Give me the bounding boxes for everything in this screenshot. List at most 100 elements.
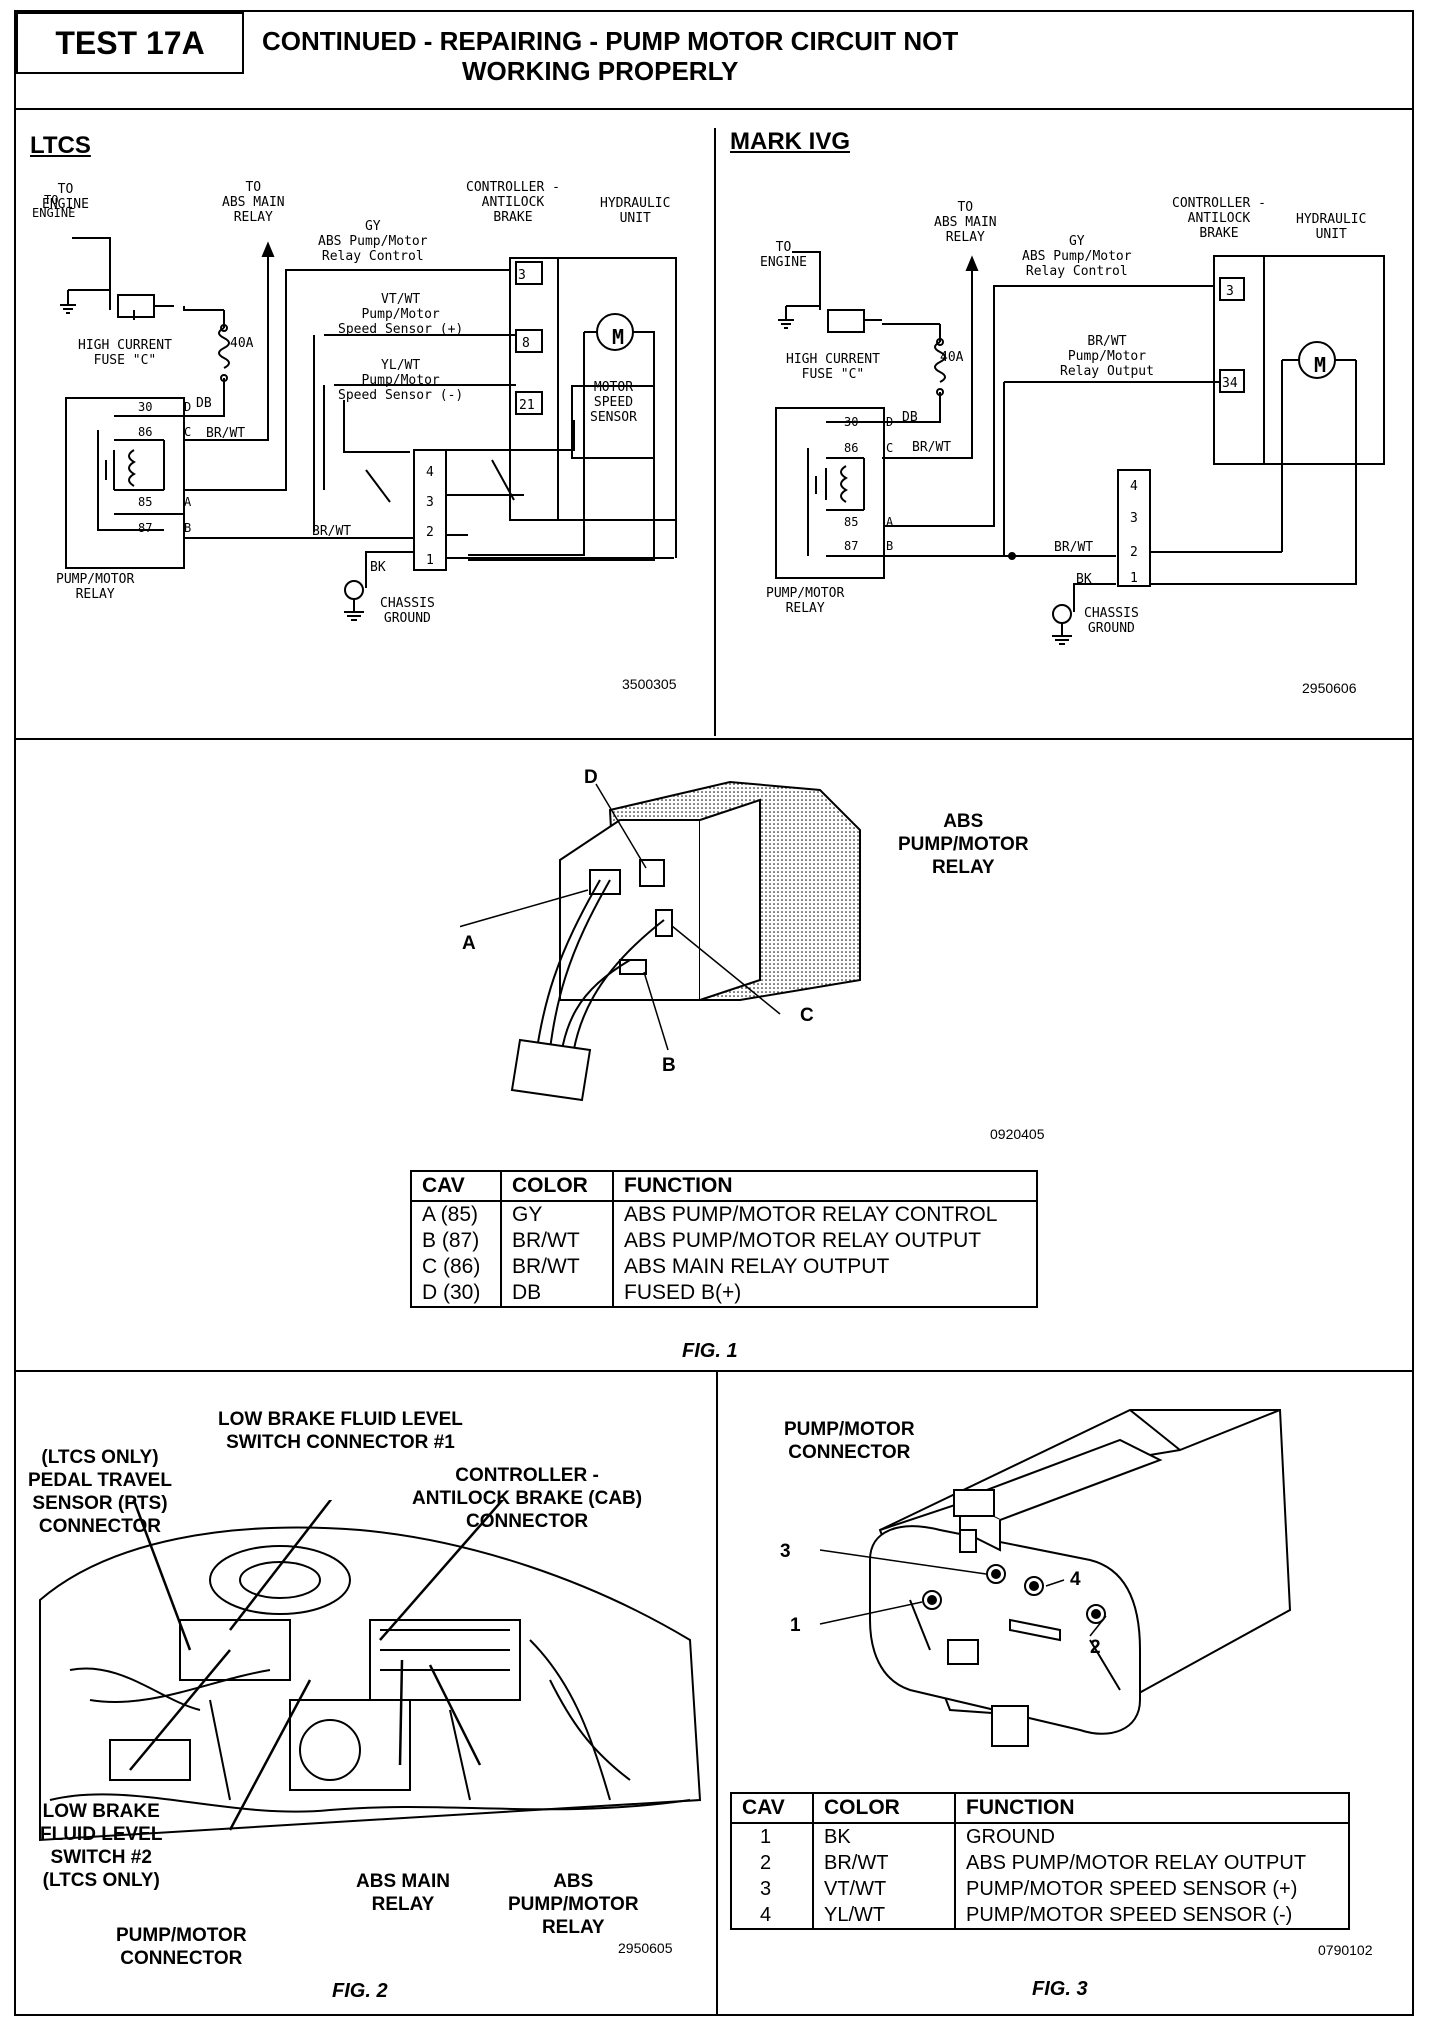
mark-ivg-pump-motor-relay: PUMP/MOTOR RELAY: [766, 586, 845, 616]
col-function: FUNCTION: [612, 1170, 1038, 1202]
mark-ivg-gy-label: GY ABS Pump/Motor Relay Control: [1022, 234, 1132, 279]
col-cav: CAV: [730, 1792, 814, 1824]
ltcs-motor-speed-sensor: MOTOR SPEED SENSOR: [590, 380, 637, 425]
col-function: FUNCTION: [954, 1792, 1350, 1824]
fig2-abs-main-relay: ABS MAIN RELAY: [356, 1871, 450, 1915]
ltcs-pin-3: 3: [518, 268, 526, 283]
table-row: A (85) GY ABS PUMP/MOTOR RELAY CONTROL: [410, 1201, 1038, 1228]
ltcs-db-wire: DB: [196, 396, 212, 411]
mark-ivg-bk-wire: BK: [1076, 572, 1092, 587]
cell-cav: D (30): [410, 1280, 502, 1308]
mark-ivg-brwt-output-label: BR/WT Pump/Motor Relay Output: [1060, 334, 1154, 379]
mark-ivg-section-label: MARK IVG: [730, 128, 850, 155]
fig2-caption: FIG. 2: [332, 1980, 388, 2002]
col-color: COLOR: [500, 1170, 614, 1202]
fig1-callout-b: B: [662, 1055, 676, 1076]
fig1-title: ABS PUMP/MOTOR RELAY: [898, 811, 1029, 878]
ltcs-relay-87: 87: [138, 521, 152, 535]
section-divider-2: [14, 1370, 1414, 1372]
mark-ivg-letter-a: A: [886, 515, 894, 529]
page-frame: [14, 10, 1414, 2016]
cell-function: GROUND: [954, 1823, 1350, 1850]
ltcs-pin-8: 8: [522, 336, 530, 351]
mark-ivg-brwt-upper: BR/WT: [912, 440, 952, 455]
mark-ivg-pin-34: 34: [1222, 376, 1238, 391]
test-id: TEST 17A: [55, 24, 205, 61]
ltcs-vtwt-label: VT/WT Pump/Motor Speed Sensor (+): [338, 292, 464, 337]
table-row: 2 BR/WT ABS PUMP/MOTOR RELAY OUTPUT: [730, 1850, 1350, 1876]
ltcs-section-label: LTCS: [30, 132, 91, 159]
fig3-caption: FIG. 3: [1032, 1978, 1088, 2000]
ltcs-motor-symbol: M: [612, 325, 624, 349]
table-row: 1 BK GROUND: [730, 1823, 1350, 1850]
bottom-divider: [716, 1370, 718, 2016]
ltcs-brwt-upper: BR/WT: [206, 426, 246, 441]
header-divider: [14, 108, 1414, 110]
ltcs-fuse-rating: 40A: [230, 336, 254, 351]
cell-cav: C (86): [410, 1254, 502, 1280]
table-header-row: CAV COLOR FUNCTION: [410, 1170, 1038, 1202]
fig1-cavity-table: CAV COLOR FUNCTION A (85) GY ABS PUMP/MO…: [410, 1170, 1038, 1308]
mark-ivg-motor-symbol: M: [1314, 353, 1326, 377]
ltcs-to-engine-2: ENGINE: [32, 206, 75, 220]
cell-function: ABS PUMP/MOTOR RELAY OUTPUT: [612, 1228, 1038, 1254]
mark-ivg-relay-30: 30: [844, 415, 858, 429]
fig2-abs-pump-motor-relay: ABS PUMP/MOTOR RELAY: [508, 1871, 639, 1938]
ltcs-controller-label: CONTROLLER - ANTILOCK BRAKE: [466, 180, 560, 225]
cell-cav: 1: [730, 1823, 814, 1850]
fig3-callout-3: 3: [780, 1541, 791, 1562]
fig1-caption: FIG. 1: [682, 1340, 738, 1362]
fig3-callout-4: 4: [1070, 1569, 1081, 1590]
ltcs-letter-a: A: [184, 495, 192, 509]
ltcs-pump-motor-relay: PUMP/MOTOR RELAY: [56, 572, 135, 602]
mark-ivg-conn-1: 1: [1130, 571, 1138, 586]
mark-ivg-to-engine: TO ENGINE: [760, 240, 807, 270]
ltcs-fuse-label: HIGH CURRENT FUSE "C": [78, 338, 172, 368]
mark-ivg-relay-85: 85: [844, 515, 858, 529]
ltcs-to-engine: TO: [44, 193, 58, 207]
fig3-cavity-table: CAV COLOR FUNCTION 1 BK GROUND 2 BR/WT A…: [730, 1792, 1350, 1930]
cell-color: BR/WT: [812, 1850, 956, 1876]
title-line-2: WORKING PROPERLY: [462, 56, 739, 86]
fig2-figure-code: 2950605: [618, 1940, 673, 1956]
mark-ivg-chassis-ground: CHASSIS GROUND: [1084, 606, 1139, 636]
mark-ivg-fuse-rating: 40A: [940, 350, 964, 365]
fig1-callout-c: C: [800, 1005, 814, 1026]
cell-color: YL/WT: [812, 1902, 956, 1930]
cell-cav: A (85): [410, 1201, 502, 1228]
fig2-low-brake-switch-1: LOW BRAKE FLUID LEVEL SWITCH CONNECTOR #…: [218, 1409, 463, 1453]
mark-ivg-conn-3: 3: [1130, 511, 1138, 526]
mark-ivg-to-abs-main-relay: TO ABS MAIN RELAY: [934, 200, 997, 245]
ltcs-conn-3: 3: [426, 495, 434, 510]
cell-cav: 3: [730, 1876, 814, 1902]
engine-bay-illustration: [39, 1500, 702, 1842]
col-cav: CAV: [410, 1170, 502, 1202]
mark-ivg-figure-code: 2950606: [1302, 680, 1357, 696]
col-color: COLOR: [812, 1792, 956, 1824]
fig3-callout-1: 1: [790, 1615, 801, 1636]
ltcs-conn-2: 2: [426, 525, 434, 540]
mark-ivg-letter-d: D: [886, 415, 893, 429]
ltcs-figure-code: 3500305: [622, 676, 677, 692]
cell-function: FUSED B(+): [612, 1280, 1038, 1308]
mark-ivg-letter-b: B: [886, 539, 893, 553]
mark-ivg-brwt-lower: BR/WT: [1054, 540, 1094, 555]
table-row: D (30) DB FUSED B(+): [410, 1280, 1038, 1308]
ltcs-letter-d: D: [184, 400, 191, 414]
ltcs-to-abs-main-relay: TO ABS MAIN RELAY: [222, 180, 285, 225]
cell-function: ABS MAIN RELAY OUTPUT: [612, 1254, 1038, 1280]
fig2-low-brake-switch-2: LOW BRAKE FLUID LEVEL SWITCH #2 (LTCS ON…: [40, 1801, 163, 1891]
cell-color: BR/WT: [500, 1228, 614, 1254]
table-row: C (86) BR/WT ABS MAIN RELAY OUTPUT: [410, 1254, 1038, 1280]
section-divider-1: [14, 738, 1414, 740]
mark-ivg-hydraulic-unit-label: HYDRAULIC UNIT: [1296, 212, 1367, 242]
fig1-figure-code: 0920405: [990, 1126, 1045, 1142]
cell-function: PUMP/MOTOR SPEED SENSOR (-): [954, 1902, 1350, 1930]
mark-ivg-conn-2: 2: [1130, 545, 1138, 560]
table-row: 4 YL/WT PUMP/MOTOR SPEED SENSOR (-): [730, 1902, 1350, 1930]
ltcs-to-engine-label: TO ENGINE: [42, 182, 89, 212]
mark-ivg-relay-87: 87: [844, 539, 858, 553]
cell-function: PUMP/MOTOR SPEED SENSOR (+): [954, 1876, 1350, 1902]
relay-illustration: [460, 780, 861, 1102]
mark-ivg-wiring-diagram: M 3 34 30 86 85 87 D C A B 4 3 2 1: [775, 251, 1385, 645]
